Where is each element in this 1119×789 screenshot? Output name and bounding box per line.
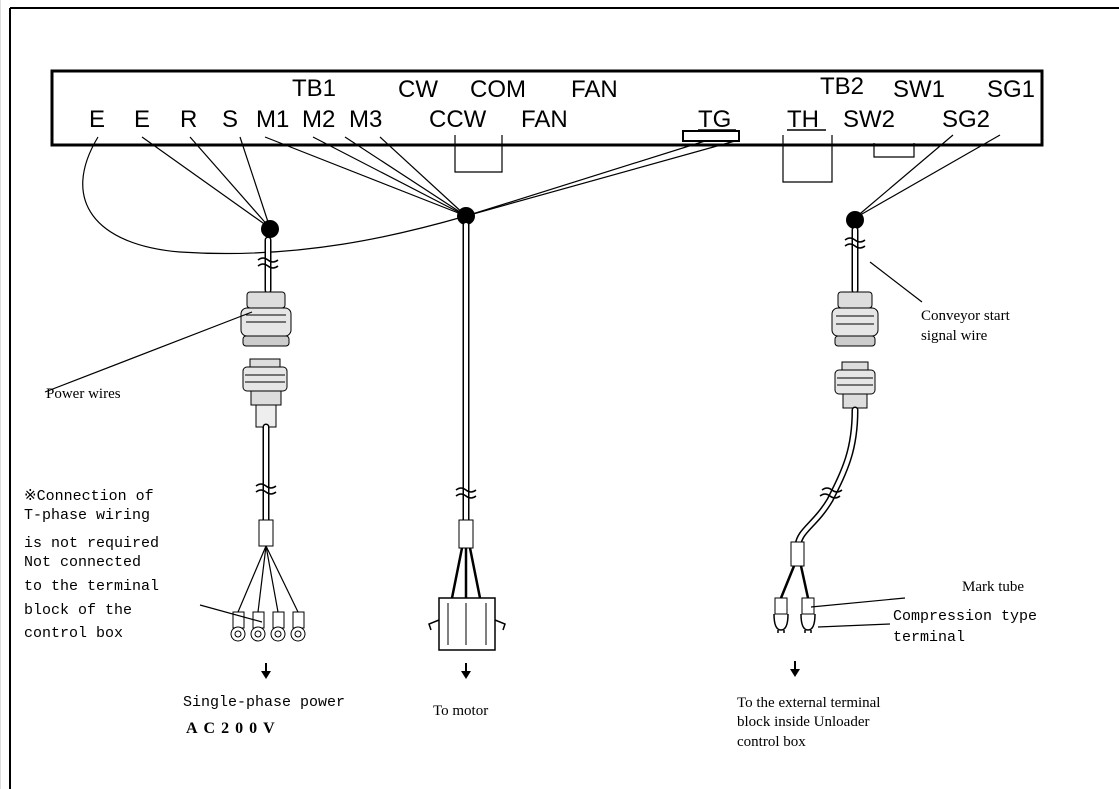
motor-plug-icon bbox=[428, 597, 506, 651]
mark-tube-label: Mark tube bbox=[962, 579, 1024, 595]
terminal-e1: E bbox=[89, 106, 105, 133]
voltage-label: AC200V bbox=[186, 720, 281, 737]
circular-connector-mate-icon bbox=[242, 358, 288, 428]
power-cable bbox=[230, 236, 306, 642]
ring-terminal-icon bbox=[230, 611, 306, 642]
compression-label-2: terminal bbox=[893, 629, 965, 646]
terminal-ccw: CCW bbox=[429, 106, 487, 133]
conveyor-signal-label-2: signal wire bbox=[921, 328, 988, 344]
ccw-fan-jumper bbox=[454, 135, 503, 173]
motor-cable bbox=[428, 221, 506, 651]
external-terminal-label-1: To the external terminal bbox=[737, 695, 880, 711]
note-line-1: ※Connection of bbox=[24, 488, 154, 505]
th-jumper bbox=[782, 135, 833, 183]
fork-terminal-icon bbox=[773, 597, 816, 633]
mark-tube-leader bbox=[810, 597, 906, 608]
terminal-tg: TG bbox=[698, 106, 731, 133]
single-phase-label: Single-phase power bbox=[183, 694, 345, 711]
to-motor-label: To motor bbox=[433, 703, 488, 719]
circular-connector-icon bbox=[240, 291, 292, 347]
motor-junction bbox=[457, 207, 475, 225]
down-arrow-icon bbox=[461, 663, 471, 679]
power-wires-label: Power wires bbox=[46, 386, 121, 402]
note-line-4: Not connected bbox=[24, 554, 141, 571]
external-terminal-label-3: control box bbox=[737, 734, 806, 750]
terminal-m3: M3 bbox=[349, 106, 382, 133]
tb1-label: TB1 bbox=[292, 75, 336, 102]
down-arrow-icon bbox=[261, 663, 271, 679]
note-leader bbox=[199, 604, 263, 623]
terminal-sw1: SW1 bbox=[893, 76, 945, 103]
motor-wiring bbox=[264, 136, 736, 217]
terminal-fan-upper: FAN bbox=[571, 76, 618, 103]
note-line-5: to the terminal bbox=[24, 578, 159, 595]
power-wires-leader bbox=[44, 311, 253, 393]
terminal-m1: M1 bbox=[256, 106, 289, 133]
note-line-3: is not required bbox=[24, 535, 159, 552]
terminal-th: TH bbox=[787, 106, 819, 133]
conveyor-signal-label-1: Conveyor start bbox=[921, 308, 1011, 324]
note-line-7: control box bbox=[24, 625, 123, 642]
terminal-cw: CW bbox=[398, 76, 438, 103]
circular-connector-mate-icon bbox=[834, 361, 876, 409]
terminal-m2: M2 bbox=[302, 106, 335, 133]
terminal-sg1: SG1 bbox=[987, 76, 1035, 103]
terminal-s: S bbox=[222, 106, 238, 133]
tg-terminal bbox=[682, 130, 740, 142]
power-wiring bbox=[82, 136, 467, 255]
terminal-e2: E bbox=[134, 106, 150, 133]
terminal-block bbox=[50, 69, 1044, 147]
signal-junction bbox=[846, 211, 864, 229]
external-terminal-label-2: block inside Unloader bbox=[737, 714, 869, 730]
compression-leader bbox=[817, 623, 891, 628]
power-junction bbox=[261, 220, 279, 238]
tb2-label: TB2 bbox=[820, 73, 864, 100]
signal-wiring bbox=[854, 134, 1001, 219]
note-line-2: T-phase wiring bbox=[24, 507, 150, 524]
down-arrow-icon bbox=[790, 661, 800, 677]
sw-jumper bbox=[873, 143, 915, 158]
terminal-r: R bbox=[180, 106, 197, 133]
terminal-sw2: SW2 bbox=[843, 106, 895, 133]
signal-cable bbox=[773, 226, 879, 633]
circular-connector-icon bbox=[831, 291, 879, 347]
terminal-sg2: SG2 bbox=[942, 106, 990, 133]
note-line-6: block of the bbox=[24, 602, 132, 619]
terminal-com: COM bbox=[470, 76, 526, 103]
terminal-fan-lower: FAN bbox=[521, 106, 568, 133]
conveyor-signal-leader bbox=[869, 261, 923, 303]
compression-label-1: Compression type bbox=[893, 608, 1037, 625]
